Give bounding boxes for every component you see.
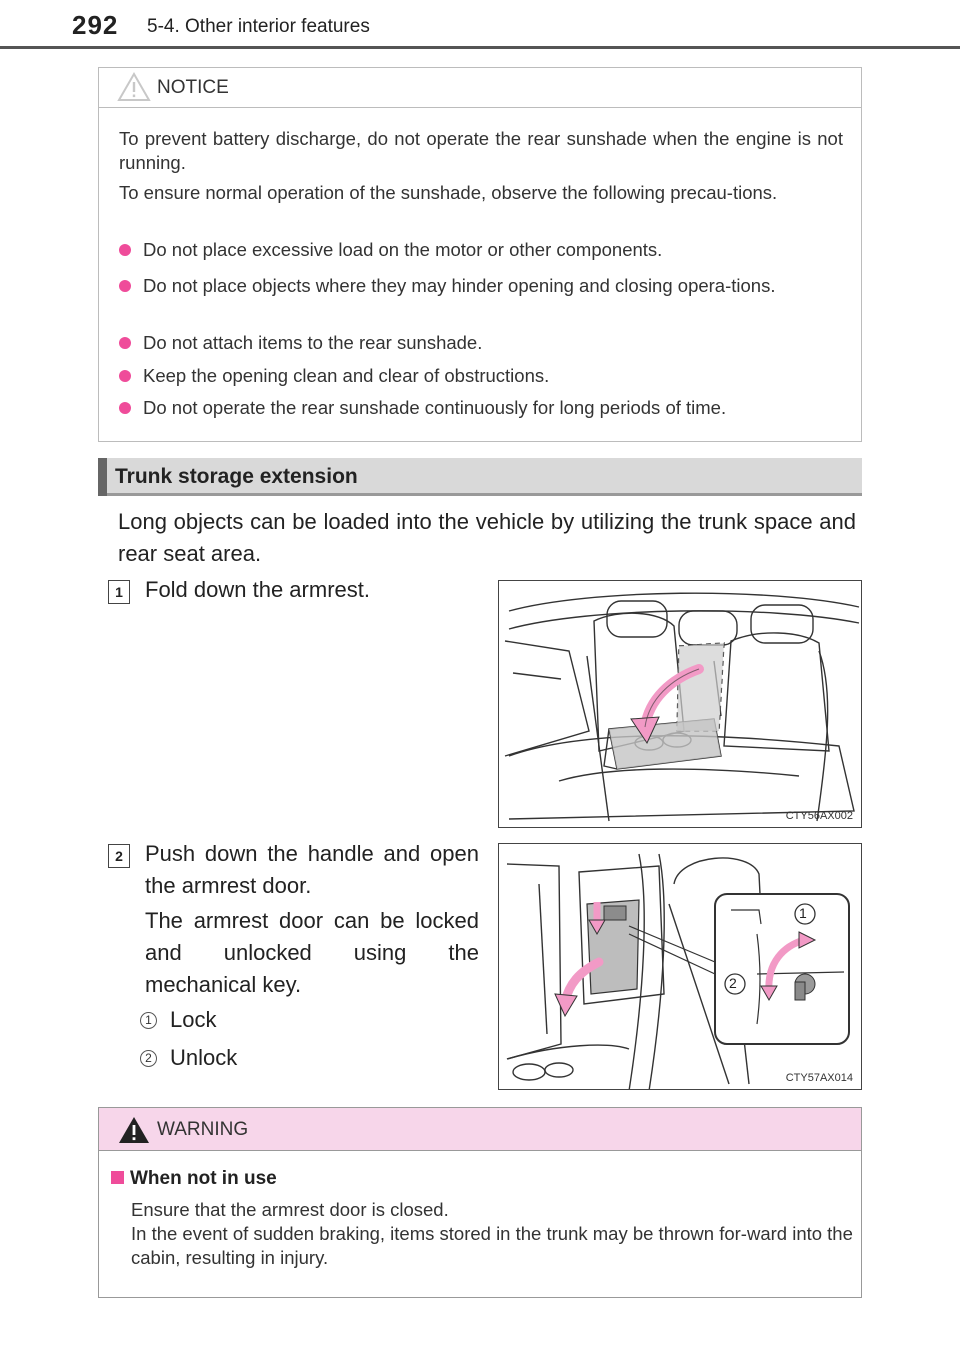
warning-text: In the event of sudden braking, items st…: [131, 1223, 853, 1268]
figure-caption: CTY57AX014: [785, 1072, 853, 1084]
warning-box: WARNING When not in use Ensure that the …: [98, 1107, 862, 1298]
step-number-2: 2: [108, 844, 130, 868]
armrest-door-illustration: [506, 853, 850, 1089]
notice-paragraph: To prevent battery discharge, do not ope…: [119, 128, 843, 173]
figure-caption: CTY56AX002: [785, 810, 853, 822]
notice-bullet: Do not place excessive load on the motor…: [119, 237, 843, 263]
notice-bullet: Do not attach items to the rear sunshade…: [119, 330, 843, 356]
warning-title: WARNING: [157, 1119, 249, 1140]
bullet-dot-icon: [119, 337, 131, 349]
rear-seat-illustration: [504, 592, 860, 822]
figure-callout-2: 2: [729, 975, 737, 991]
warning-text: Ensure that the armrest door is closed.: [131, 1199, 449, 1220]
square-bullet-icon: [111, 1171, 124, 1184]
warning-header: WARNING: [99, 1108, 861, 1151]
bullet-dot-icon: [119, 402, 131, 414]
bullet-dot-icon: [119, 244, 131, 256]
heading-accent: [98, 458, 107, 496]
sub-item-number: 1: [140, 1012, 157, 1029]
step-2-note: The armrest door can be locked and unloc…: [145, 908, 479, 997]
figure-callout-1: 1: [799, 905, 807, 921]
warning-triangle-icon: [119, 1117, 149, 1143]
intro-paragraph: Long objects can be loaded into the vehi…: [118, 509, 856, 566]
section-title: 5-4. Other interior features: [147, 16, 370, 37]
page-number: 292: [72, 10, 119, 40]
caution-triangle-icon: [117, 72, 151, 101]
notice-box: NOTICE To prevent battery discharge, do …: [98, 67, 862, 442]
sub-item-label-lock: Lock: [170, 1007, 217, 1032]
notice-bullet: Do not operate the rear sunshade continu…: [119, 395, 843, 421]
notice-header: NOTICE: [99, 68, 861, 108]
notice-bullet: Keep the opening clean and clear of obst…: [119, 363, 843, 389]
warning-subheading: When not in use: [111, 1168, 277, 1190]
header-rule: [0, 46, 960, 49]
section-heading-bar: Trunk storage extension: [98, 458, 862, 496]
bullet-dot-icon: [119, 370, 131, 382]
figure-armrest-door: 1 2 CTY57AX014: [498, 843, 862, 1090]
step-2-text: Push down the handle and open the armres…: [145, 841, 479, 898]
bullet-dot-icon: [119, 280, 131, 292]
figure-fold-armrest: CTY56AX002: [498, 580, 862, 828]
sub-item-number: 2: [140, 1050, 157, 1067]
sub-item-label-unlock: Unlock: [170, 1045, 238, 1070]
section-heading: Trunk storage extension: [115, 465, 358, 488]
notice-title: NOTICE: [157, 77, 229, 98]
notice-paragraph: To ensure normal operation of the sunsha…: [119, 182, 778, 203]
step-number-1: 1: [108, 580, 130, 604]
notice-bullet: Do not place objects where they may hind…: [119, 273, 843, 299]
step-1-text: Fold down the armrest.: [145, 577, 370, 602]
